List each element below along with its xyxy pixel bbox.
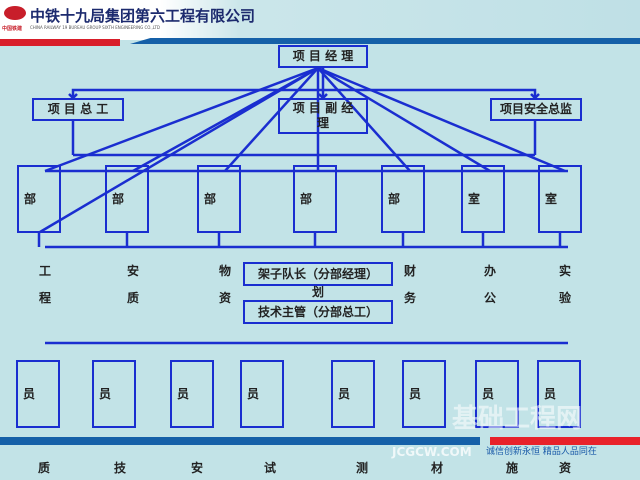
- blue-bar: [130, 38, 640, 44]
- red-bar: [0, 39, 120, 46]
- staff-label: 质: [37, 461, 50, 475]
- project-manager-box: 项 目 经 理: [278, 45, 368, 68]
- staff-box: 员: [475, 360, 519, 428]
- slogan: 诚信创新永恒 精品人品同在: [486, 447, 597, 457]
- safety-director-box: 项目安全总监: [490, 98, 582, 121]
- team-leader-box: 架子队长（分部经理）: [243, 262, 393, 286]
- staff-label: 测: [355, 461, 368, 475]
- department-label: 公: [483, 291, 496, 305]
- staff-box: 员: [16, 360, 60, 428]
- logo-text: 中国铁建: [2, 26, 23, 32]
- department-label: 办: [483, 264, 496, 278]
- staff-label: 试: [263, 461, 276, 475]
- watermark: 基础工程网: [452, 404, 583, 434]
- staff-label: 安: [190, 461, 203, 475]
- deputy-pm-box: 项 目 副 经 理: [278, 98, 368, 134]
- staff-box: 员: [92, 360, 136, 428]
- tech-supervisor-box: 技术主管（分部总工）: [243, 300, 393, 324]
- department-label: 务: [403, 291, 416, 305]
- staff-box: 员: [240, 360, 284, 428]
- department-label: 验: [558, 291, 571, 305]
- staff-box: 员: [537, 360, 581, 428]
- department-box: 部: [105, 165, 149, 233]
- department-label: 质: [126, 291, 139, 305]
- chief-engineer-box: 项 目 总 工: [32, 98, 124, 121]
- footer-blue-bar: [0, 437, 480, 445]
- department-label: 实: [558, 264, 571, 278]
- watermark-en: JCGCW.COM: [392, 445, 472, 459]
- header: [0, 0, 640, 40]
- staff-label: 技: [113, 461, 126, 475]
- department-label: 资: [218, 291, 231, 305]
- department-label: 工: [38, 264, 51, 278]
- department-box: 部: [381, 165, 425, 233]
- company-name-en: CHINA RAILWAY 19 BUREAU GROUP SIXTH ENGI…: [30, 25, 160, 30]
- department-label: 程: [38, 291, 51, 305]
- company-logo-icon: [4, 6, 26, 20]
- fan-line: [317, 66, 566, 173]
- fan-line: [224, 67, 319, 172]
- department-label: 财: [403, 264, 416, 278]
- footer-red-bar: [490, 437, 640, 445]
- staff-box: 员: [331, 360, 375, 428]
- department-label: 物: [218, 264, 231, 278]
- department-box: 部: [293, 165, 337, 233]
- fan-line: [44, 66, 319, 173]
- staff-label: 施: [505, 461, 518, 475]
- department-box: 部: [17, 165, 61, 233]
- department-box: 室: [461, 165, 505, 233]
- staff-box: 员: [402, 360, 446, 428]
- fan-line: [317, 67, 411, 172]
- staff-label: 材: [430, 461, 443, 475]
- fan-line: [317, 66, 491, 173]
- department-label: 划: [311, 285, 324, 299]
- company-name: 中铁十九局集团第六工程有限公司: [30, 7, 256, 25]
- staff-label: 资: [558, 461, 571, 475]
- department-label: 安: [126, 264, 139, 278]
- department-box: 室: [538, 165, 582, 233]
- department-box: 部: [197, 165, 241, 233]
- staff-box: 员: [170, 360, 214, 428]
